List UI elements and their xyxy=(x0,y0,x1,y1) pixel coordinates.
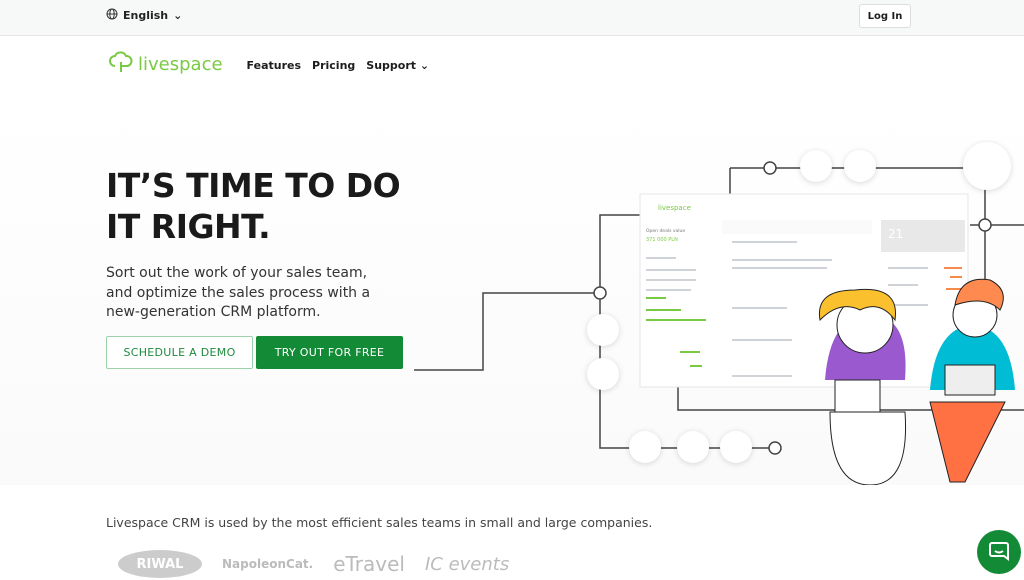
chat-button[interactable] xyxy=(977,530,1021,574)
nav-features[interactable]: Features xyxy=(246,59,302,72)
main-nav: livespace Features Pricing Support ⌄ xyxy=(108,50,429,79)
logo[interactable]: livespace xyxy=(108,50,223,79)
clients-text: Livespace CRM is used by the most effici… xyxy=(106,515,653,530)
nav-support-label: Support xyxy=(366,59,417,72)
chevron-down-icon: ⌄ xyxy=(419,59,430,72)
chat-icon xyxy=(988,539,1010,565)
hero-illustration: livespace Open deals value 371 000 PLN 2… xyxy=(414,142,1024,485)
schedule-demo-button[interactable]: SCHEDULE A DEMO xyxy=(106,336,253,369)
top-bar: English ⌄ Log In xyxy=(0,0,1024,36)
logo-etravel: eTravel xyxy=(333,552,405,576)
calendar-day: 21 xyxy=(888,227,903,241)
metric-value: 371 000 PLN xyxy=(646,237,678,243)
logo-text: livespace xyxy=(138,54,223,75)
cloud-tree-icon xyxy=(108,50,134,79)
app-logo-text: livespace xyxy=(658,204,691,212)
hero-subtitle: Sort out the work of your sales team, an… xyxy=(106,265,371,320)
metric-label: Open deals value xyxy=(646,228,685,234)
globe-icon xyxy=(106,8,118,23)
logo-riwal-text: RIWAL xyxy=(136,556,184,572)
app-window: livespace Open deals value 371 000 PLN 2… xyxy=(639,193,969,388)
login-button[interactable]: Log In xyxy=(859,4,911,28)
logo-ic-events: IC events xyxy=(424,553,510,575)
language-selector[interactable]: English ⌄ xyxy=(106,8,182,23)
try-free-button[interactable]: TRY OUT FOR FREE xyxy=(256,336,403,369)
nav-pricing[interactable]: Pricing xyxy=(312,59,356,72)
logo-napoleoncat: NapoleonCat. xyxy=(222,557,314,571)
logo-riwal: RIWAL xyxy=(118,550,202,578)
language-label: English xyxy=(123,9,169,22)
people-illustration xyxy=(818,278,1015,485)
hero-title: IT’S TIME TO DO IT RIGHT. xyxy=(106,166,401,246)
chevron-down-icon: ⌄ xyxy=(173,9,183,22)
nav-support[interactable]: Support ⌄ xyxy=(366,59,429,72)
client-logos: RIWAL NapoleonCat. eTravel IC events xyxy=(118,550,509,578)
